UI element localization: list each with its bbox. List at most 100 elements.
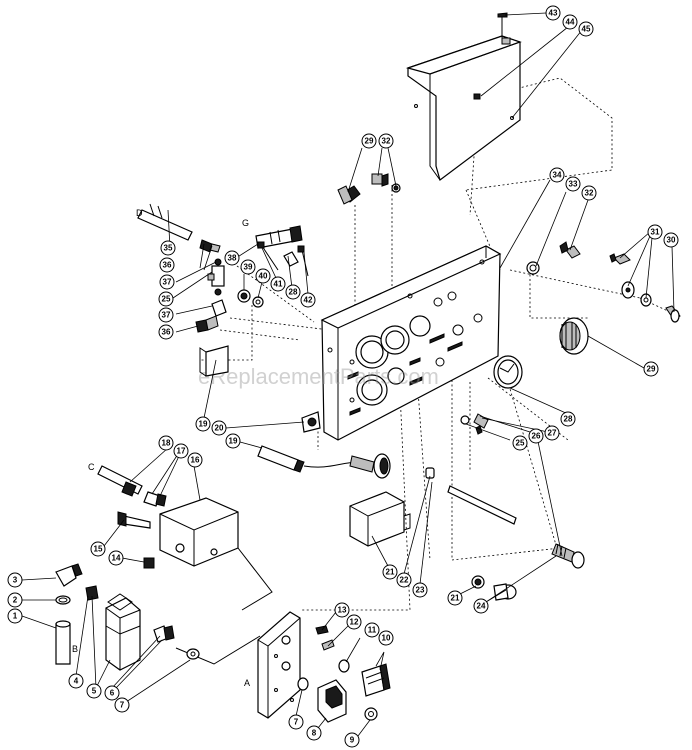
svg-text:26: 26 bbox=[532, 432, 541, 441]
svg-text:8: 8 bbox=[312, 729, 317, 738]
callout-9: 9 bbox=[344, 732, 360, 748]
callout-33: 33 bbox=[565, 176, 581, 192]
svg-text:12: 12 bbox=[350, 618, 359, 627]
clip-icon bbox=[501, 37, 511, 45]
callout-28-left: 28 bbox=[285, 284, 301, 300]
callout-4: 4 bbox=[68, 673, 84, 689]
svg-text:1: 1 bbox=[13, 612, 18, 621]
callout-45: 45 bbox=[578, 21, 594, 37]
top-cover bbox=[405, 12, 522, 182]
svg-text:5: 5 bbox=[92, 687, 97, 696]
svg-text:36: 36 bbox=[163, 261, 172, 270]
callout-21-block: 21 bbox=[382, 564, 398, 580]
callout-7-left: 7 bbox=[114, 697, 130, 713]
svg-text:19: 19 bbox=[229, 437, 238, 446]
callout-43: 43 bbox=[545, 5, 561, 21]
callout-32-top: 32 bbox=[378, 133, 394, 149]
callout-30: 30 bbox=[663, 232, 679, 248]
svg-text:38: 38 bbox=[228, 254, 237, 263]
svg-text:29: 29 bbox=[647, 365, 656, 374]
hose-letter-c: C bbox=[88, 462, 95, 472]
callout-42: 42 bbox=[300, 292, 316, 308]
svg-text:41: 41 bbox=[274, 280, 283, 289]
svg-text:18: 18 bbox=[162, 439, 171, 448]
callout-7-bottom: 7 bbox=[288, 714, 304, 730]
callout-21-nut: 21 bbox=[447, 590, 463, 606]
svg-text:9: 9 bbox=[350, 736, 355, 745]
callout-41: 41 bbox=[270, 276, 286, 292]
svg-text:42: 42 bbox=[304, 296, 313, 305]
svg-text:25: 25 bbox=[162, 295, 171, 304]
callout-26: 26 bbox=[528, 428, 544, 444]
gauge-opening-right-top bbox=[409, 315, 431, 337]
callout-38: 38 bbox=[224, 250, 240, 266]
left-fittings bbox=[137, 203, 361, 473]
svg-text:21: 21 bbox=[386, 568, 395, 577]
svg-text:43: 43 bbox=[549, 9, 558, 18]
svg-text:35: 35 bbox=[164, 244, 173, 253]
switch-body-icon bbox=[371, 173, 383, 185]
callout-32-right: 32 bbox=[581, 185, 597, 201]
callout-29-top: 29 bbox=[361, 133, 377, 149]
callout-44: 44 bbox=[562, 14, 578, 30]
svg-text:19: 19 bbox=[199, 420, 208, 429]
svg-text:11: 11 bbox=[368, 626, 377, 635]
callout-12: 12 bbox=[346, 614, 362, 630]
callout-27: 27 bbox=[544, 425, 560, 441]
tube-letter-b: B bbox=[72, 644, 78, 654]
svg-text:3: 3 bbox=[13, 576, 18, 585]
svg-text:6: 6 bbox=[110, 689, 115, 698]
svg-text:16: 16 bbox=[191, 456, 200, 465]
callout-13: 13 bbox=[334, 602, 350, 618]
hose-letter-d: D bbox=[136, 208, 143, 218]
plate-letter-a: A bbox=[244, 678, 250, 688]
callout-24: 24 bbox=[473, 598, 489, 614]
callout-25-right: 25 bbox=[512, 435, 528, 451]
svg-text:24: 24 bbox=[477, 602, 486, 611]
gauge-opening-center-bottom bbox=[387, 367, 405, 385]
svg-text:37: 37 bbox=[163, 278, 172, 287]
callout-36-top: 36 bbox=[159, 257, 175, 273]
svg-text:28: 28 bbox=[289, 288, 298, 297]
callout-37-top: 37 bbox=[159, 274, 175, 290]
hose-letter-g: G bbox=[242, 218, 249, 228]
callout-20: 20 bbox=[211, 420, 227, 436]
callout-18: 18 bbox=[158, 435, 174, 451]
svg-text:22: 22 bbox=[400, 576, 409, 585]
callout-16: 16 bbox=[187, 452, 203, 468]
callout-37-bottom: 37 bbox=[158, 307, 174, 323]
svg-text:7: 7 bbox=[294, 718, 299, 727]
svg-text:44: 44 bbox=[566, 18, 575, 27]
svg-text:29: 29 bbox=[365, 137, 374, 146]
callout-group: 43 44 45 29 32 34 33 32 31 30 29 35 36 3… bbox=[7, 5, 679, 748]
callout-28-right: 28 bbox=[560, 411, 576, 427]
svg-text:32: 32 bbox=[585, 189, 594, 198]
callout-31: 31 bbox=[647, 224, 663, 240]
svg-text:10: 10 bbox=[382, 634, 391, 643]
callout-22: 22 bbox=[396, 572, 412, 588]
svg-text:40: 40 bbox=[259, 272, 268, 281]
screw-icon bbox=[497, 12, 508, 18]
callout-8: 8 bbox=[306, 725, 322, 741]
svg-text:25: 25 bbox=[516, 439, 525, 448]
callout-15: 15 bbox=[90, 541, 106, 557]
callout-40: 40 bbox=[255, 268, 271, 284]
callout-23: 23 bbox=[412, 582, 428, 598]
svg-text:32: 32 bbox=[382, 137, 391, 146]
svg-text:39: 39 bbox=[244, 263, 253, 272]
svg-text:2: 2 bbox=[13, 596, 18, 605]
callout-2: 2 bbox=[7, 592, 23, 608]
watermark-text: eReplacementParts.com bbox=[198, 364, 439, 389]
svg-text:33: 33 bbox=[569, 180, 578, 189]
svg-text:14: 14 bbox=[112, 554, 121, 563]
svg-text:28: 28 bbox=[564, 415, 573, 424]
svg-text:15: 15 bbox=[94, 545, 103, 554]
svg-text:31: 31 bbox=[651, 228, 660, 237]
callout-19-top: 19 bbox=[195, 416, 211, 432]
svg-text:37: 37 bbox=[162, 311, 171, 320]
front-panel bbox=[320, 245, 502, 441]
callout-36-bottom: 36 bbox=[158, 324, 174, 340]
svg-text:23: 23 bbox=[416, 586, 425, 595]
callout-3: 3 bbox=[7, 572, 23, 588]
